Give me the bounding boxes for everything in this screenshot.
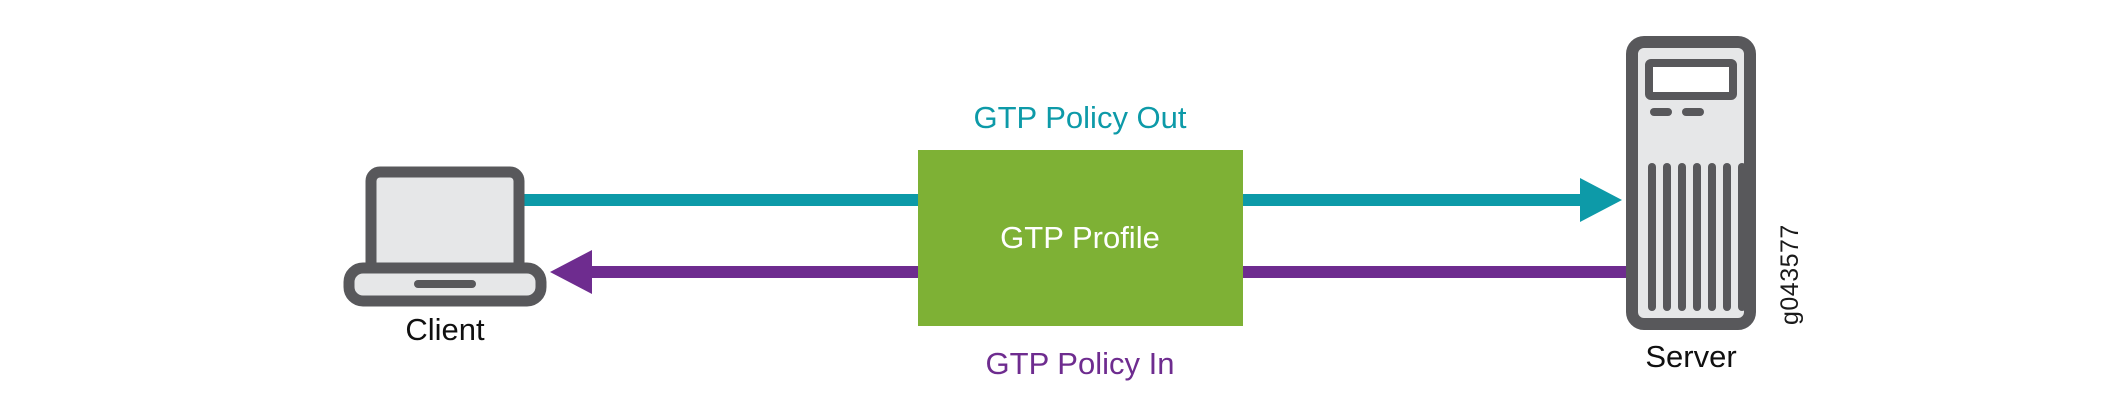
gtp-profile-box-rect (918, 150, 1243, 326)
server-display-panel (1645, 59, 1737, 100)
laptop-trackpad (414, 280, 476, 288)
gtp-policy-in-label: GTP Policy In (986, 346, 1175, 381)
gtp-policy-out-line-left (518, 194, 920, 206)
flow-gtp-policy-in (550, 250, 1635, 294)
gtp-profile-box[interactable]: GTP Profile (918, 150, 1243, 326)
gtp-policy-in-line-right (1243, 266, 1635, 278)
flow-gtp-policy-out (518, 178, 1622, 222)
laptop-icon[interactable] (343, 166, 547, 307)
gtp-policy-out-label: GTP Policy Out (973, 100, 1186, 135)
server-vent-slots (1648, 163, 1746, 311)
figure-id-label: g043577 (1776, 224, 1804, 325)
server-indicator-dash-2 (1682, 108, 1704, 116)
server-indicator-dash-1 (1650, 108, 1672, 116)
gtp-policy-in-arrowhead-icon (550, 250, 592, 294)
gtp-policy-out-arrowhead-icon (1580, 178, 1622, 222)
gtp-profile-box-label: GTP Profile (1000, 220, 1160, 255)
gtp-policy-out-line-right (1243, 194, 1583, 206)
server-label: Server (1645, 339, 1736, 374)
client-label: Client (405, 312, 485, 347)
server-tower-icon[interactable] (1626, 36, 1756, 330)
gtp-policy-in-line-left (590, 266, 920, 278)
